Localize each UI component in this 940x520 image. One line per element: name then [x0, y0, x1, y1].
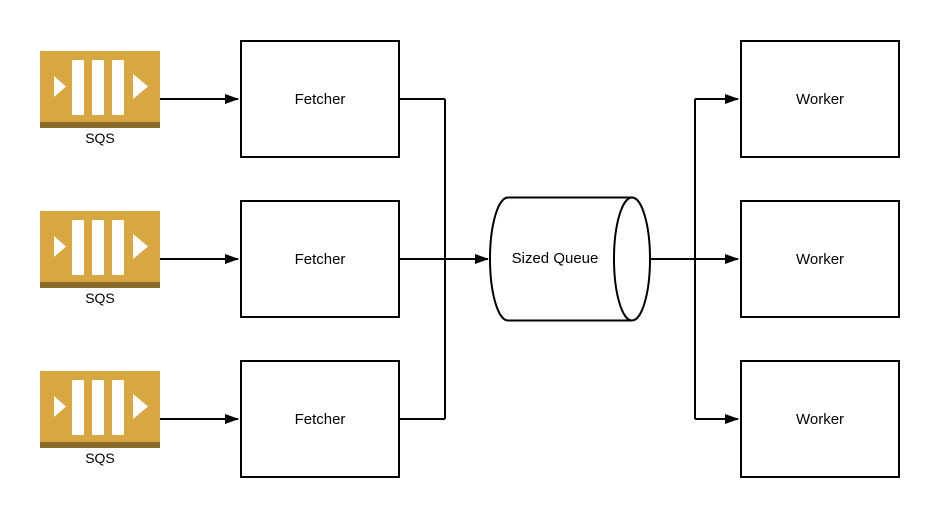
sqs-queue-icon: [40, 211, 160, 288]
sqs-icon-bar: [72, 380, 84, 435]
sqs-node-3: SQS: [40, 371, 160, 467]
sqs-icon-left-arrow: [54, 396, 66, 417]
sqs-icon-bar: [112, 60, 124, 115]
sqs-label: SQS: [85, 450, 115, 466]
worker-label: Worker: [795, 410, 845, 428]
sqs-node-1: SQS: [40, 51, 160, 147]
sqs-icon-right-arrow: [133, 74, 148, 99]
worker-node-1: Worker: [740, 40, 900, 158]
sqs-icon-left-arrow: [54, 76, 66, 97]
fetcher-node-3: Fetcher: [240, 360, 400, 478]
sqs-queue-icon: [40, 371, 160, 448]
sqs-icon-bar: [112, 380, 124, 435]
sqs-queue-icon: [40, 51, 160, 128]
sized-queue-body: [489, 196, 632, 322]
sqs-icon-base-strip: [40, 282, 160, 288]
fetcher-label: Fetcher: [294, 410, 346, 428]
sqs-label: SQS: [85, 130, 115, 146]
fetcher-label: Fetcher: [294, 250, 346, 268]
sized-queue-shape: [489, 196, 651, 322]
worker-node-3: Worker: [740, 360, 900, 478]
sqs-icon-bar: [92, 380, 104, 435]
fetcher-node-1: Fetcher: [240, 40, 400, 158]
sqs-icon-right-arrow: [133, 234, 148, 259]
sqs-icon-right-arrow: [133, 394, 148, 419]
sqs-icon-left-arrow: [54, 236, 66, 257]
sqs-label: SQS: [85, 290, 115, 306]
fetcher-label: Fetcher: [294, 90, 346, 108]
worker-label: Worker: [795, 250, 845, 268]
sized-queue-label: Sized Queue: [511, 250, 599, 267]
fetcher-node-2: Fetcher: [240, 200, 400, 318]
sqs-icon-bar: [72, 220, 84, 275]
sqs-icon-base-strip: [40, 442, 160, 448]
worker-label: Worker: [795, 90, 845, 108]
sized-queue-cap: [613, 196, 651, 322]
sqs-icon-base-strip: [40, 122, 160, 128]
sqs-node-2: SQS: [40, 211, 160, 307]
worker-node-2: Worker: [740, 200, 900, 318]
sqs-icon-bar: [92, 60, 104, 115]
sqs-icon-bar: [92, 220, 104, 275]
sqs-icon-bar: [72, 60, 84, 115]
sqs-icon-bar: [112, 220, 124, 275]
